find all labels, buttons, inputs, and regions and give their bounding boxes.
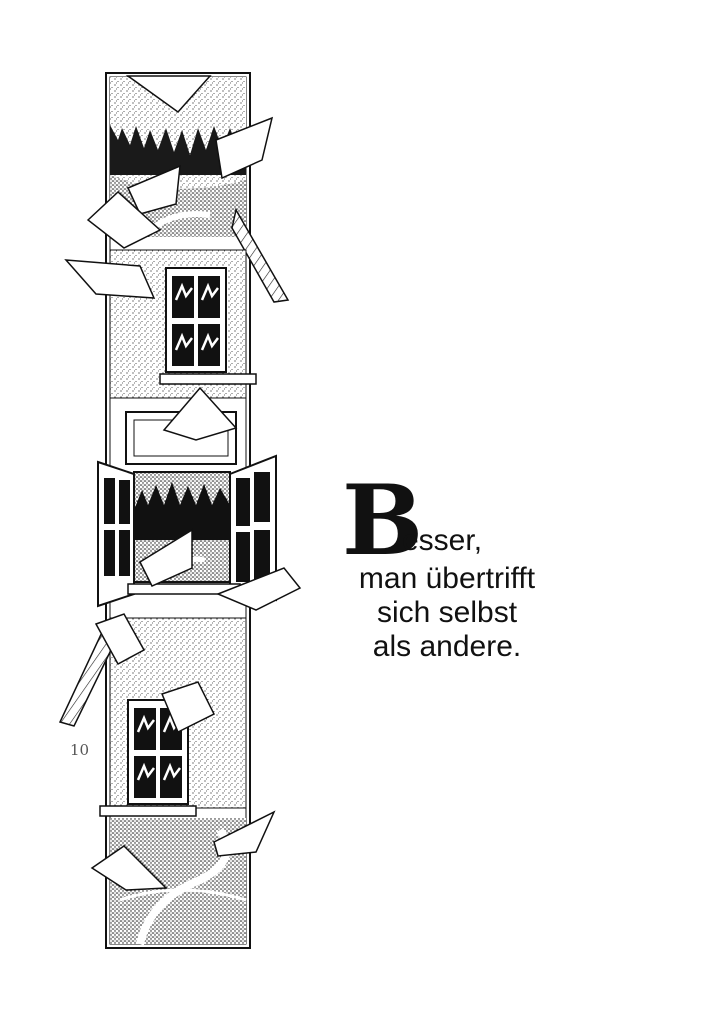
quote-line: sich selbst [376, 596, 518, 629]
quote-first-line-text: esser, [402, 524, 483, 557]
quote-first-line: B esser, [332, 473, 562, 569]
drop-cap-letter: B [342, 464, 424, 577]
quote-line: als andere. [372, 630, 522, 663]
flying-papers [64, 75, 302, 891]
upper-roof [231, 207, 290, 303]
middle-open-window [97, 454, 277, 608]
quote-block: B esser, man übertrifft sich selbst als … [332, 473, 562, 664]
tower-of-windows-illustration [58, 72, 302, 949]
lower-roof [58, 626, 113, 727]
quote-line: man übertrifft [358, 562, 536, 595]
page-number: 10 [70, 741, 90, 759]
